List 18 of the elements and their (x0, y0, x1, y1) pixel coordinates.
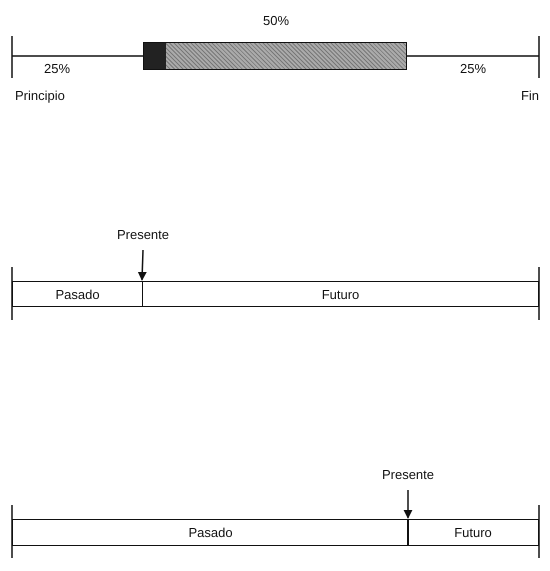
percent-label: 25% (44, 61, 70, 76)
percent-label: 50% (262, 13, 290, 28)
end-label: Fin (520, 88, 539, 103)
segment-label: Pasado (55, 286, 100, 302)
marker-label: Presente (116, 227, 170, 242)
segment-label: Pasado (188, 525, 233, 540)
timeline-segment (407, 519, 539, 546)
arrow (138, 250, 147, 281)
marker-label: Presente (382, 467, 434, 482)
end-label: Principio (15, 88, 65, 103)
percent-label: 25% (460, 61, 486, 76)
segment-label: Futuro (322, 286, 360, 302)
timeline-segment (12, 281, 143, 307)
shaded-bar (143, 42, 407, 70)
arrow (404, 490, 412, 519)
segment-label: Futuro (454, 525, 492, 540)
timeline-segment (142, 281, 539, 307)
timeline-segment (12, 519, 409, 546)
